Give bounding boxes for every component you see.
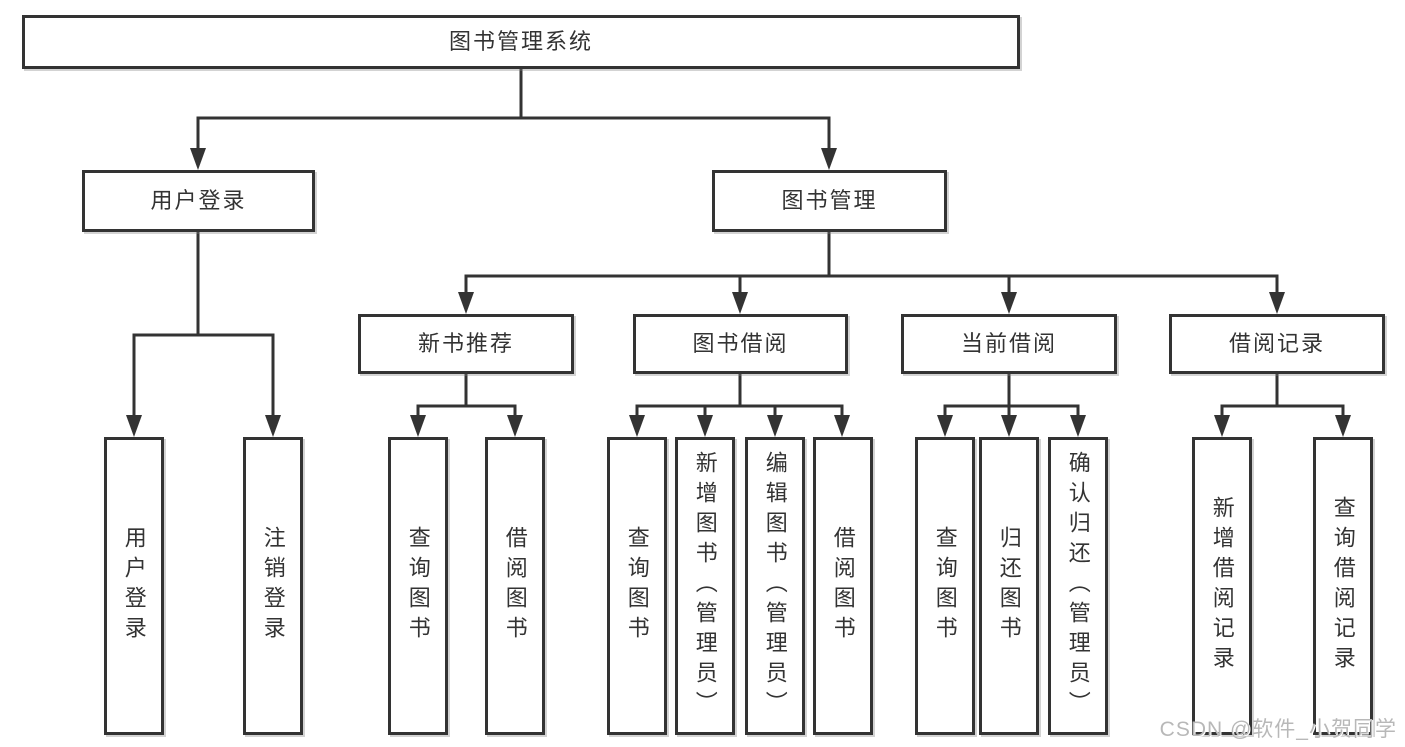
node-leaf-confirm-return-admin: 确认归还（管理员）: [1048, 437, 1108, 735]
node-leaf-search-books-current: 查询图书: [915, 437, 975, 735]
connector-edge: [410, 372, 523, 437]
node-book-management: 图书管理: [712, 170, 947, 232]
node-leaf-edit-books-admin: 编辑图书（管理员）: [745, 437, 805, 735]
node-leaf-user-login: 用户登录: [104, 437, 164, 735]
connector-edge: [458, 230, 1285, 314]
node-leaf-borrow-books-recommend: 借阅图书: [485, 437, 545, 735]
node-leaf-search-books-borrowing: 查询图书: [607, 437, 667, 735]
connector-edge: [629, 372, 850, 437]
node-current-borrowing: 当前借阅: [901, 314, 1117, 374]
node-leaf-add-books-admin: 新增图书（管理员）: [675, 437, 735, 735]
node-new-book-recommendation: 新书推荐: [358, 314, 574, 374]
node-leaf-return-books: 归还图书: [979, 437, 1039, 735]
connector-edge: [126, 230, 281, 437]
node-library-management-system: 图书管理系统: [22, 15, 1020, 69]
node-leaf-search-books-recommend: 查询图书: [388, 437, 448, 735]
csdn-watermark: CSDN @软件_小贺同学: [1159, 718, 1397, 741]
connector-edge: [190, 67, 837, 170]
node-user-login: 用户登录: [82, 170, 315, 232]
node-leaf-logout: 注销登录: [243, 437, 303, 735]
node-book-borrowing: 图书借阅: [633, 314, 848, 374]
node-leaf-search-borrow-record: 查询借阅记录: [1313, 437, 1373, 735]
connector-edge: [937, 372, 1086, 437]
node-borrowing-records: 借阅记录: [1169, 314, 1385, 374]
connector-edge: [1214, 372, 1351, 437]
node-leaf-borrow-books: 借阅图书: [813, 437, 873, 735]
node-leaf-add-borrow-record: 新增借阅记录: [1192, 437, 1252, 735]
